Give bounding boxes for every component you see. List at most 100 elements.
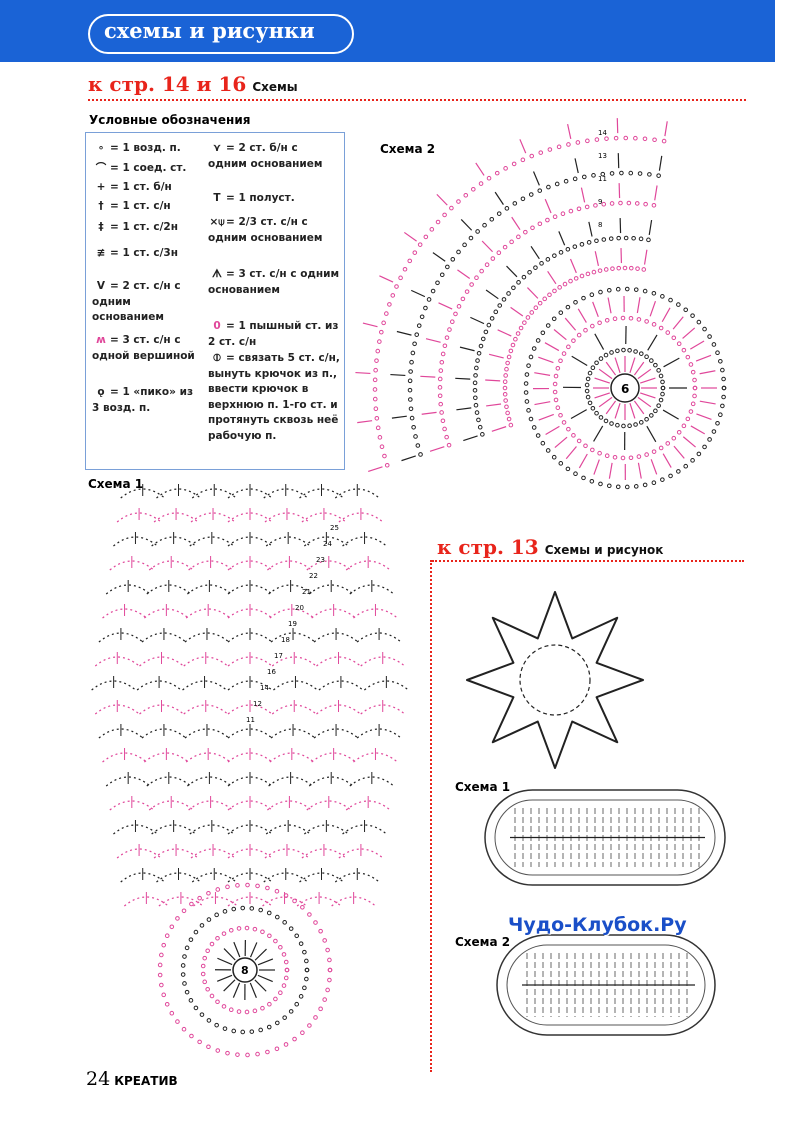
chain-stitch	[283, 959, 289, 965]
chain-stitch	[508, 348, 514, 354]
star-inner-dashed	[519, 644, 591, 716]
chain-stitch	[235, 883, 240, 888]
chain-stitch	[509, 239, 514, 245]
chain-stitch	[619, 170, 624, 176]
chain-stitch	[641, 267, 647, 272]
stitch-symbol-icon: +	[96, 181, 106, 193]
stitch-mark	[554, 436, 568, 448]
chain-stitch	[644, 416, 649, 422]
chain-stitch	[446, 442, 452, 448]
chain-stitch	[298, 994, 304, 999]
chain-stitch	[583, 443, 588, 449]
chain-stitch	[676, 341, 682, 346]
chain-stitch	[302, 949, 307, 955]
chain-stitch	[292, 898, 297, 904]
legend-item: ⨯⍦= 2/3 ст. с/н с одним основанием	[208, 215, 340, 246]
chain-stitch	[407, 258, 413, 264]
chain-stitch	[707, 334, 712, 339]
chain-stitch	[638, 420, 644, 425]
slipper-inner-outline	[506, 944, 706, 1026]
chain-stitch	[384, 462, 390, 468]
chain-stitch	[502, 391, 508, 397]
stitch-symbol-icon: ‡	[98, 221, 104, 233]
legend-title: Условные обозначения	[89, 113, 251, 127]
chain-stitch	[437, 376, 443, 382]
chain-stitch	[558, 412, 563, 418]
slipper-outline	[484, 789, 726, 886]
chain-stitch	[159, 952, 164, 958]
chain-stitch	[180, 963, 186, 968]
chain-stitch	[506, 354, 512, 360]
chain-stitch	[528, 192, 534, 197]
stitch-mark	[662, 453, 672, 468]
chain-stitch	[473, 402, 479, 408]
stitch-symbol-icon: ǫ	[97, 386, 105, 398]
row-number: 14	[598, 129, 607, 137]
chain-stitch	[561, 351, 567, 356]
section-label: Схемы	[252, 80, 298, 94]
fan-stitch	[436, 193, 448, 206]
stitch-symbol-icon: ∘	[97, 142, 105, 154]
chain-stitch	[266, 1024, 272, 1030]
chain-stitch	[633, 484, 639, 489]
chain-stitch	[523, 229, 528, 235]
chain-stitch	[584, 382, 590, 388]
chain-stitch	[676, 469, 681, 474]
chain-stitch	[430, 288, 436, 294]
fan-stitch	[511, 216, 521, 230]
chain-stitch	[478, 181, 484, 186]
chain-stitch	[540, 440, 546, 446]
chain-stitch	[472, 380, 478, 386]
chain-stitch	[587, 370, 593, 376]
chain-stitch	[398, 275, 403, 281]
chain-stitch	[408, 397, 413, 402]
chain-stitch	[313, 920, 318, 925]
chain-stitch	[535, 338, 541, 343]
chain-stitch	[676, 430, 682, 435]
legend-item: ⋎= 2 ст. б/н с одним основанием	[208, 141, 340, 172]
chain-stitch	[720, 403, 725, 409]
chain-stitch	[520, 157, 526, 163]
chain-stitch	[573, 471, 578, 477]
chain-stitch	[304, 967, 310, 973]
chain-stitch	[298, 941, 304, 946]
chain-stitch	[379, 329, 384, 335]
chain-stitch	[609, 421, 614, 426]
cluster-mark	[571, 355, 588, 367]
chain-stitch	[628, 265, 634, 271]
chain-stitch	[589, 292, 595, 298]
chain-stitch	[685, 354, 691, 360]
chain-stitch	[561, 420, 567, 425]
chain-stitch	[516, 234, 521, 240]
chain-stitch	[245, 882, 250, 888]
chain-stitch	[438, 368, 444, 373]
watermark: Чудо-Клубок.Ру	[508, 914, 687, 936]
fan-stitch	[421, 411, 437, 415]
chain-stitch	[621, 423, 626, 429]
chain-stitch	[668, 297, 673, 303]
chain-stitch	[282, 1015, 287, 1020]
chain-stitch	[643, 201, 648, 207]
chain-stitch	[533, 305, 539, 311]
chain-stitch	[161, 942, 167, 948]
legend-box: ∘= 1 возд. п.⌒= 1 соед. ст.+= 1 ст. б/н†…	[85, 132, 345, 470]
chain-stitch	[206, 917, 212, 922]
chain-stitch	[470, 186, 476, 192]
fan-stitch	[530, 245, 540, 260]
chain-stitch	[266, 910, 272, 916]
chain-stitch	[327, 967, 333, 973]
chain-stitch	[449, 205, 454, 211]
fan-stitch	[355, 371, 371, 375]
chain-stitch	[180, 972, 186, 977]
chain-stitch	[560, 211, 566, 217]
chain-stitch	[418, 452, 423, 457]
row-number: 17	[274, 652, 283, 660]
chain-stitch	[537, 188, 543, 193]
chain-stitch	[715, 420, 720, 426]
fan-stitch	[648, 219, 653, 236]
stitch-mark	[640, 377, 656, 384]
scheme1-center-number: 8	[241, 964, 249, 977]
fan-stitch	[594, 251, 600, 266]
chain-stitch	[273, 938, 278, 944]
chain-stitch	[325, 947, 330, 953]
